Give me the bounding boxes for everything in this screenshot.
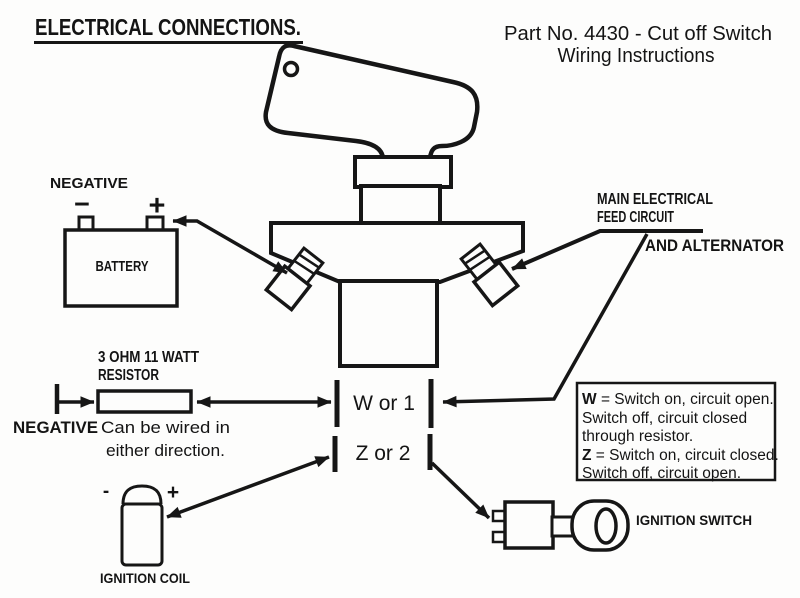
key-head bbox=[570, 499, 630, 552]
resistor-drawing: 3 OHM 11 WATT RESISTOR NEGATIVE Can be w… bbox=[13, 349, 332, 460]
coil-dome bbox=[121, 484, 163, 505]
resistor-negative-label: NEGATIVE bbox=[13, 419, 98, 437]
key-head-hole bbox=[594, 507, 618, 545]
z-terminal: Z or 2 bbox=[332, 434, 433, 472]
key-switch-prong-bottom bbox=[491, 530, 507, 544]
resistor-spec-line1: 3 OHM 11 WATT bbox=[98, 349, 199, 366]
note-line3: through resistor. bbox=[582, 428, 693, 445]
switch-position-note-box: W = Switch on, circuit open. Switch off,… bbox=[575, 381, 779, 482]
ignition-switch-drawing: IGNITION SWITCH bbox=[491, 499, 752, 552]
battery-negative-label: NEGATIVE bbox=[50, 175, 128, 192]
feed-to-switch-lead bbox=[511, 229, 703, 271]
battery-to-switch-wire bbox=[172, 215, 288, 275]
battery-plus-symbol: + bbox=[149, 190, 166, 222]
feed-circuit-callout: MAIN ELECTRICAL FEED CIRCUIT AND ALTERNA… bbox=[442, 191, 784, 408]
coil-body bbox=[120, 502, 164, 567]
resistor-spec-line2: RESISTOR bbox=[98, 367, 159, 384]
resistor-note-line1: Can be wired in bbox=[101, 418, 230, 437]
cutoff-switch-drawing bbox=[263, 43, 525, 368]
switch-base bbox=[338, 279, 439, 368]
ignition-coil-label: IGNITION COIL bbox=[100, 571, 190, 586]
switch-handle bbox=[263, 43, 480, 161]
resistor-note-line2: either direction. bbox=[106, 441, 225, 460]
z-terminal-label: Z or 2 bbox=[356, 442, 411, 465]
right-terminal-stud bbox=[459, 242, 521, 308]
note-line4: Z = Switch on, circuit closed. bbox=[582, 447, 779, 464]
switch-collar bbox=[353, 155, 453, 189]
coil-plus-symbol: + bbox=[167, 481, 179, 504]
note-line1: W = Switch on, circuit open. bbox=[582, 391, 774, 408]
ignition-switch-label: IGNITION SWITCH bbox=[636, 512, 752, 528]
alternator-label: AND ALTERNATOR bbox=[645, 237, 784, 255]
w-terminal: W or 1 bbox=[334, 379, 434, 428]
left-terminal-stud bbox=[263, 246, 325, 312]
key-switch-prong-top bbox=[491, 509, 507, 523]
feed-to-w-terminal-lead bbox=[442, 233, 649, 408]
page-title: ELECTRICAL CONNECTIONS. bbox=[35, 14, 301, 40]
battery-drawing: NEGATIVE − + BATTERY bbox=[50, 175, 179, 308]
part-number-line2: Wiring Instructions bbox=[558, 45, 715, 67]
coil-to-z-terminal-wire bbox=[166, 455, 330, 519]
note-line2: Switch off, circuit closed bbox=[582, 410, 747, 427]
key-switch-body bbox=[503, 500, 555, 550]
coil-minus-symbol: - bbox=[103, 481, 109, 502]
w-terminal-label: W or 1 bbox=[353, 392, 415, 415]
feed-label-line1: MAIN ELECTRICAL bbox=[597, 191, 713, 208]
switch-neck bbox=[359, 184, 442, 226]
note-box-border bbox=[575, 381, 777, 482]
battery-minus-symbol: − bbox=[74, 189, 90, 219]
battery-label: BATTERY bbox=[96, 259, 149, 275]
handle-hole bbox=[282, 60, 300, 78]
resistor-body bbox=[96, 389, 193, 414]
feed-label-line2: FEED CIRCUIT bbox=[597, 209, 674, 226]
battery-box bbox=[63, 228, 179, 308]
ignition-coil-drawing: - + IGNITION COIL bbox=[100, 481, 190, 586]
z-terminal-to-ignition-switch-wire bbox=[430, 461, 491, 520]
note-line5: Switch off, circuit open. bbox=[582, 465, 741, 482]
part-number-line1: Part No. 4430 - Cut off Switch bbox=[504, 23, 772, 45]
